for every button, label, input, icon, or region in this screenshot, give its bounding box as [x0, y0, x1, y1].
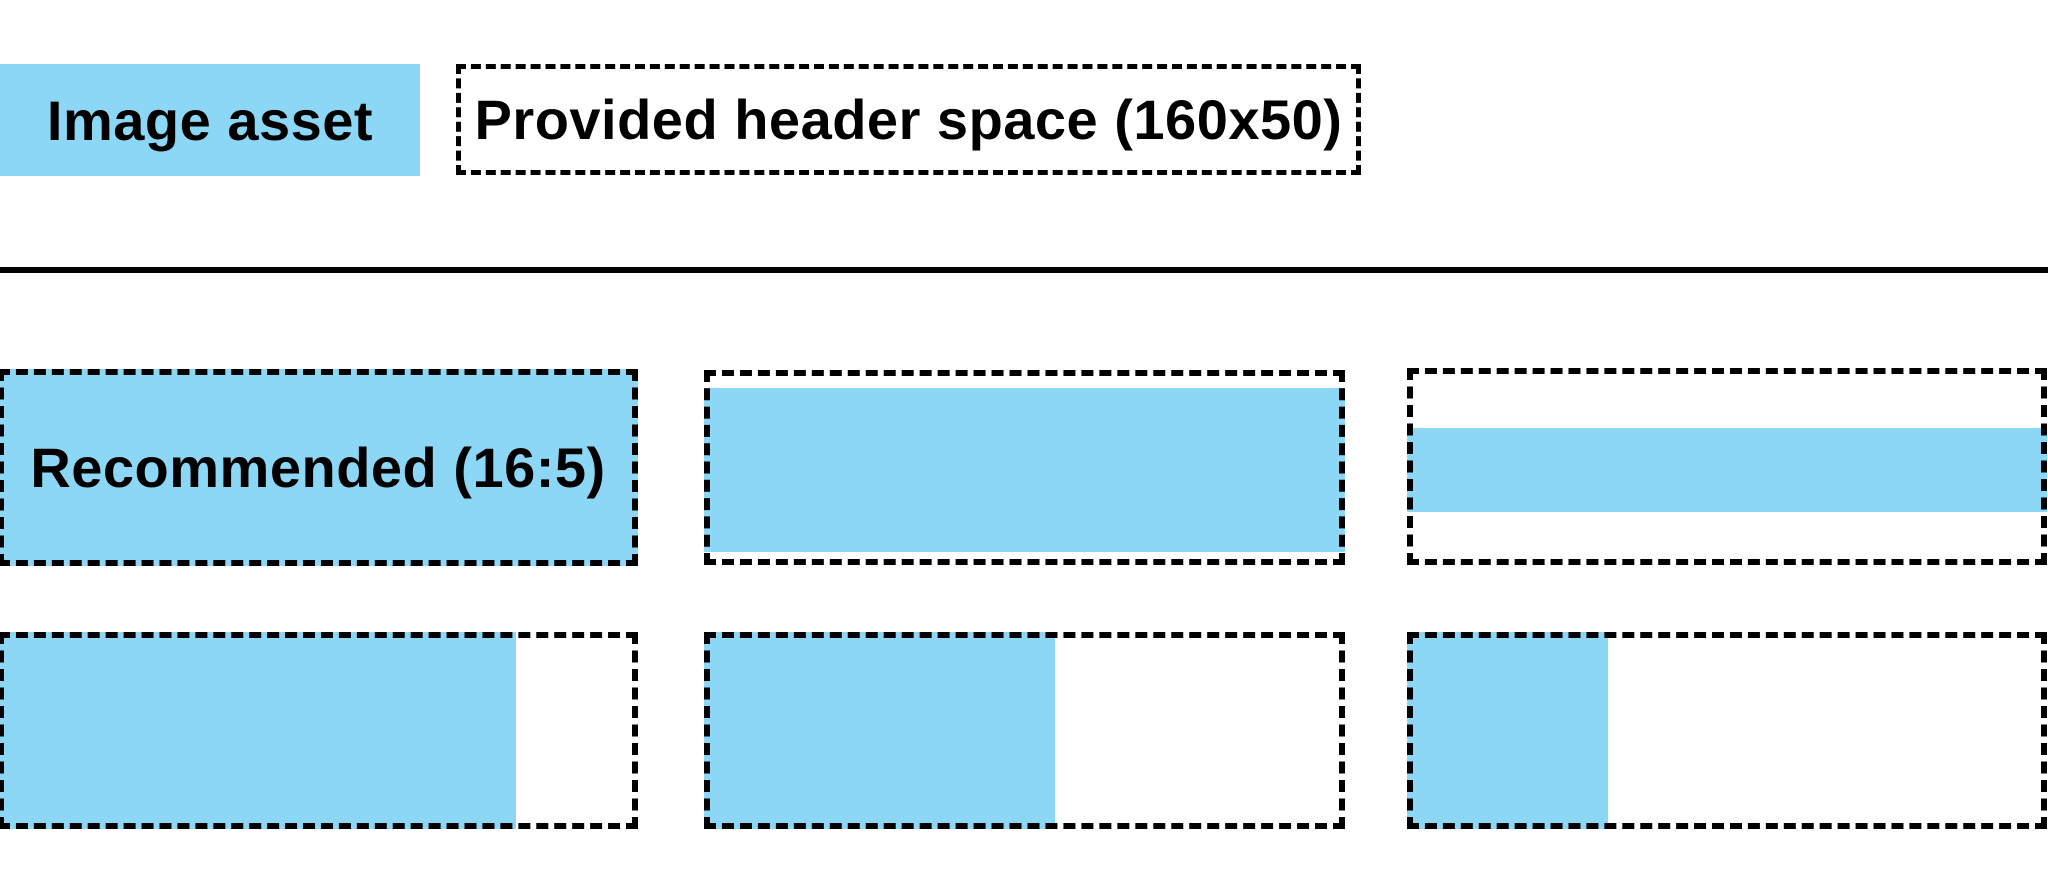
horizontal-divider: [0, 267, 2048, 273]
legend-image-asset-swatch: Image asset: [0, 64, 420, 176]
example-box-narrow-fill: [1407, 632, 2047, 829]
legend-header-space-box: Provided header space (160x50): [456, 64, 1361, 175]
legend-header-space-label: Provided header space (160x50): [474, 88, 1343, 151]
example-box-half-fill: [704, 632, 1345, 829]
image-asset-fill: [1407, 632, 1608, 829]
recommended-label: Recommended (16:5): [30, 436, 606, 499]
image-asset-fill: [704, 387, 1345, 552]
image-asset-fill: [704, 632, 1056, 829]
example-box-recommended: Recommended (16:5): [0, 369, 638, 566]
image-asset-fill: [0, 632, 517, 829]
image-asset-fill: [1407, 428, 2047, 512]
image-asset-fill: [0, 369, 638, 566]
example-box-thin-band: [1407, 368, 2047, 565]
legend-image-asset-label: Image asset: [46, 88, 374, 152]
example-box-wide-band: [704, 370, 1345, 565]
example-box-wide-fill: [0, 632, 638, 829]
